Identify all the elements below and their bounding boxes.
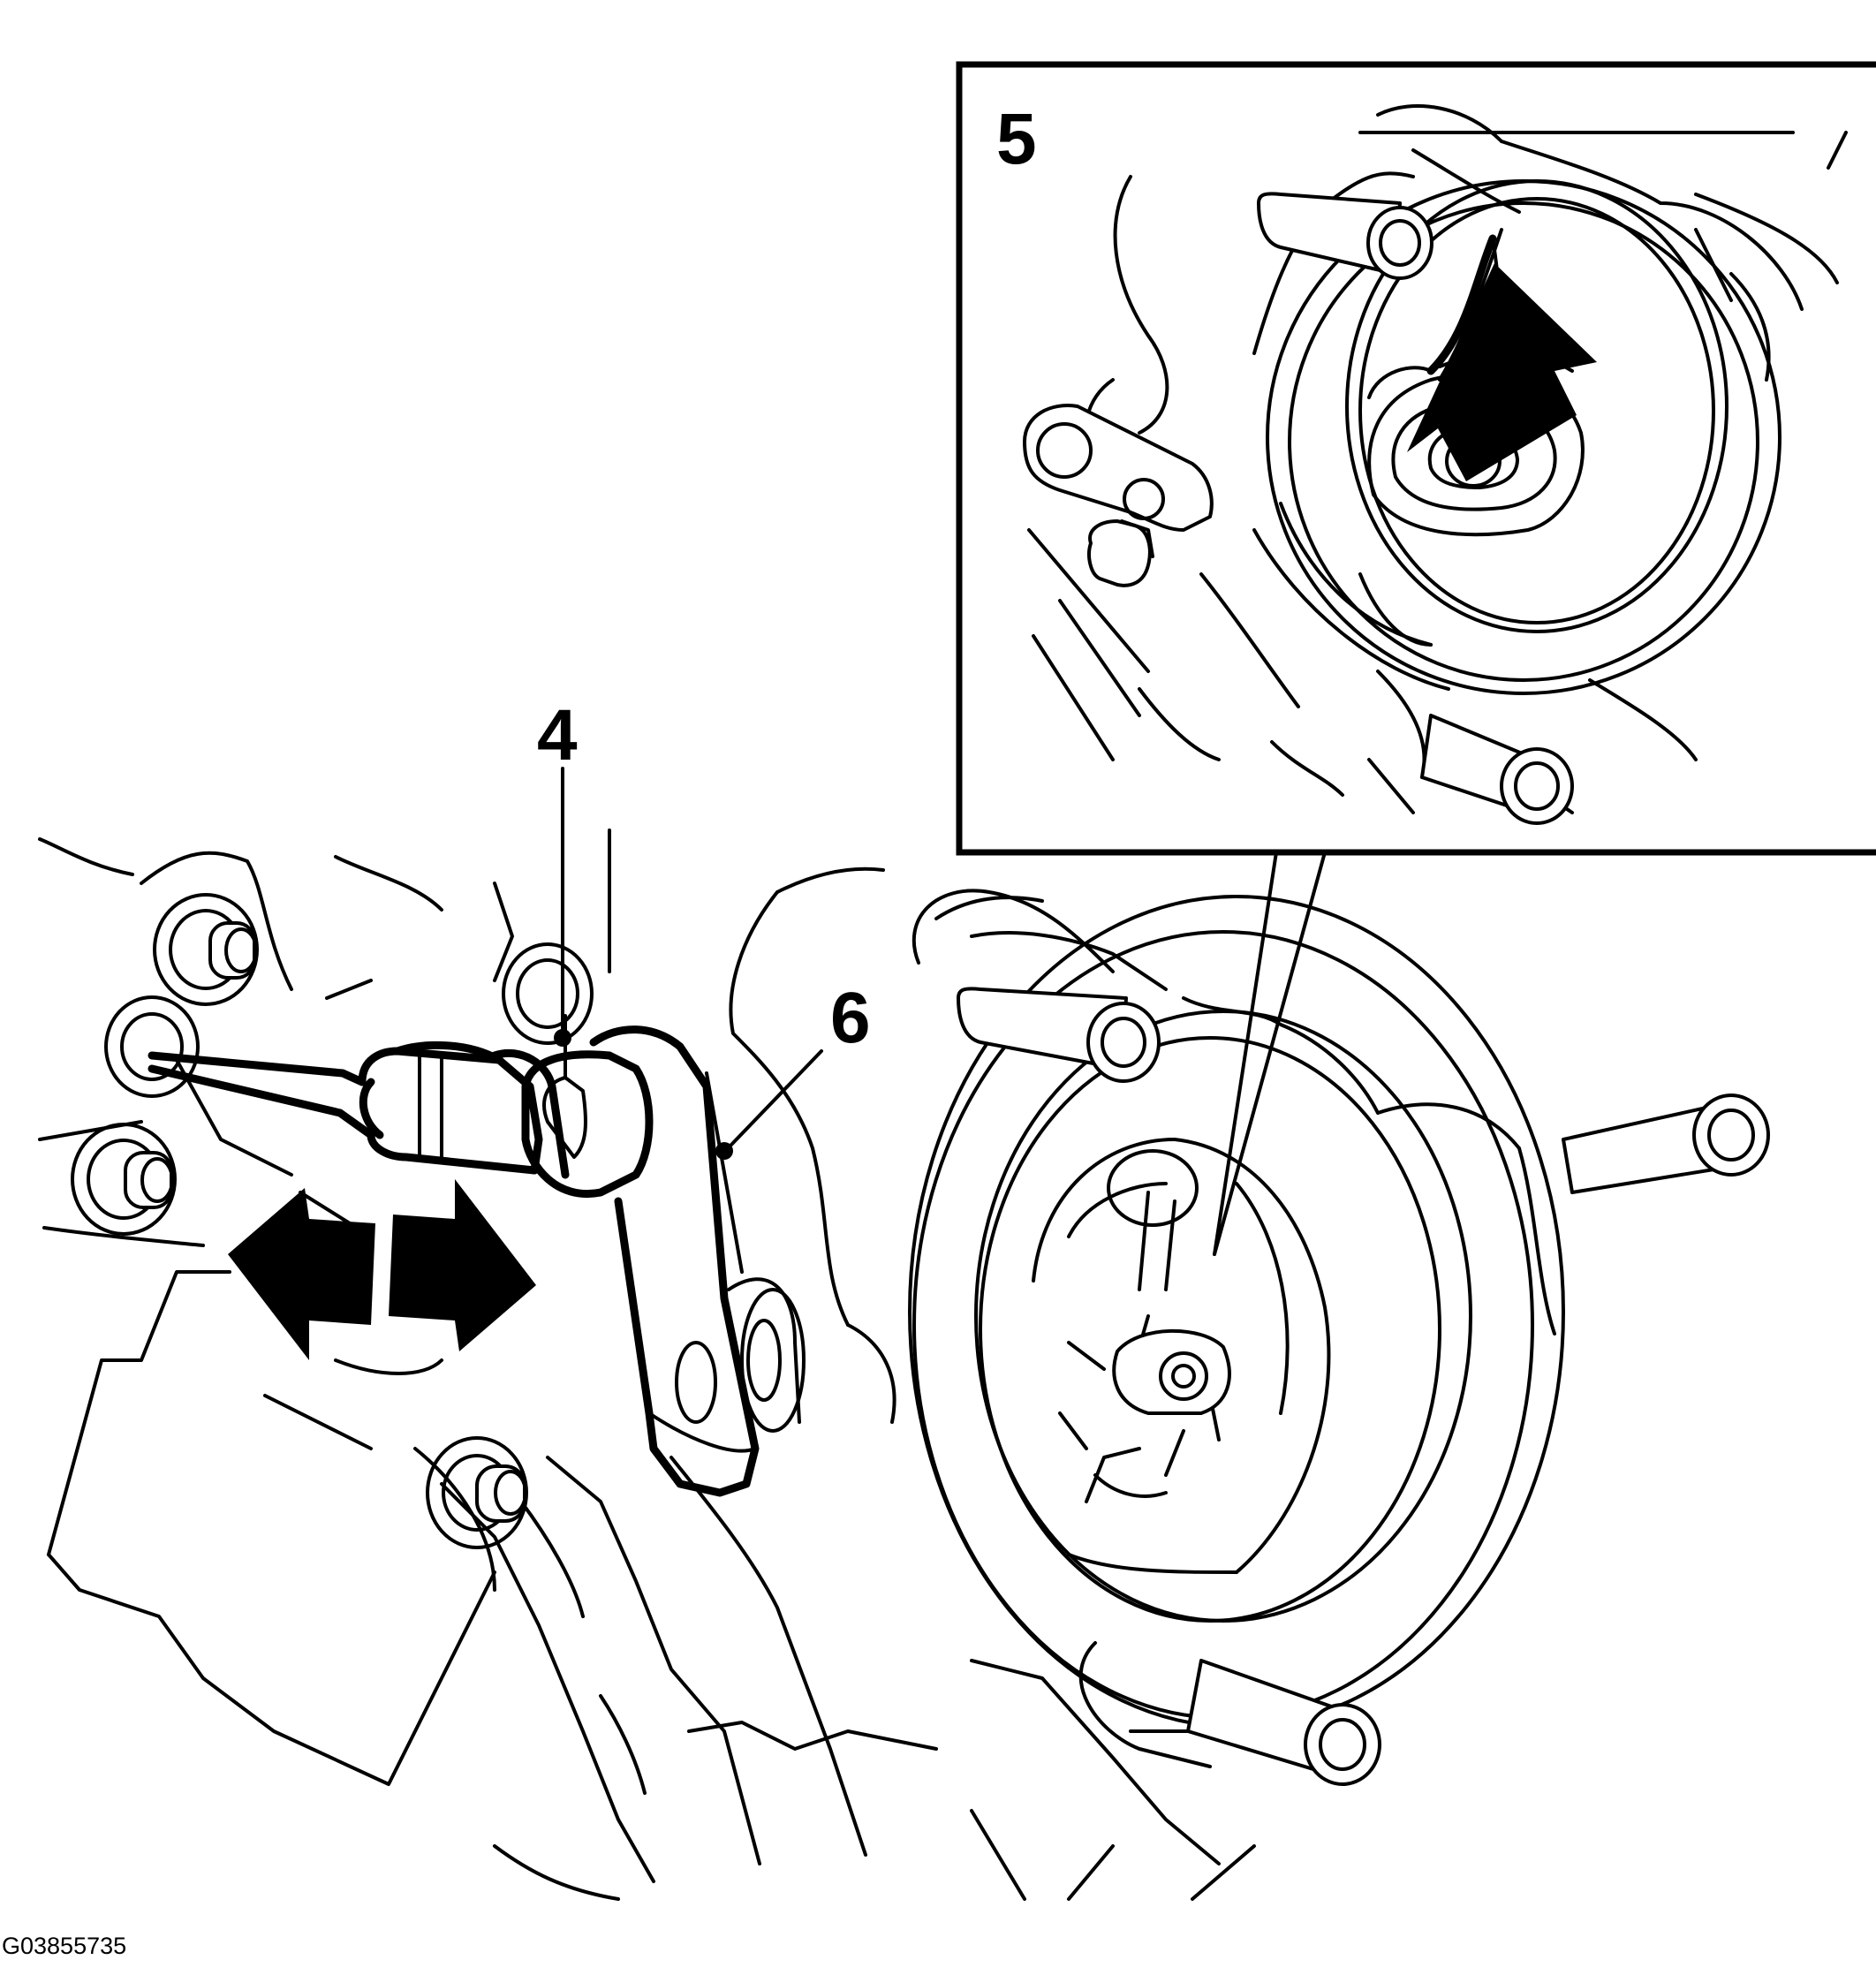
mounting-bolts — [71, 893, 594, 1549]
bolt — [502, 942, 594, 1045]
figure-id: G03855735 — [2, 1933, 126, 1959]
housing-studs — [957, 987, 1770, 1786]
detail-inset — [956, 61, 1876, 1256]
callout-5: 5 — [996, 99, 1037, 179]
bolt — [71, 1123, 177, 1236]
double-arrow-icon — [228, 1179, 536, 1360]
callout-labels: 4 5 6 — [537, 99, 1037, 1146]
callout-6: 6 — [830, 978, 871, 1058]
callout-4: 4 — [537, 695, 578, 776]
direction-arrow-icon — [1407, 263, 1597, 481]
engine-housing — [38, 829, 1256, 1901]
impeller-hub — [1107, 1149, 1231, 1415]
pointer-dots — [554, 1029, 733, 1160]
actuator-rod — [148, 1040, 570, 1179]
linkage-lever — [521, 1025, 806, 1497]
bolt — [426, 1436, 528, 1549]
bolt — [104, 995, 200, 1098]
bolt — [153, 893, 259, 1006]
